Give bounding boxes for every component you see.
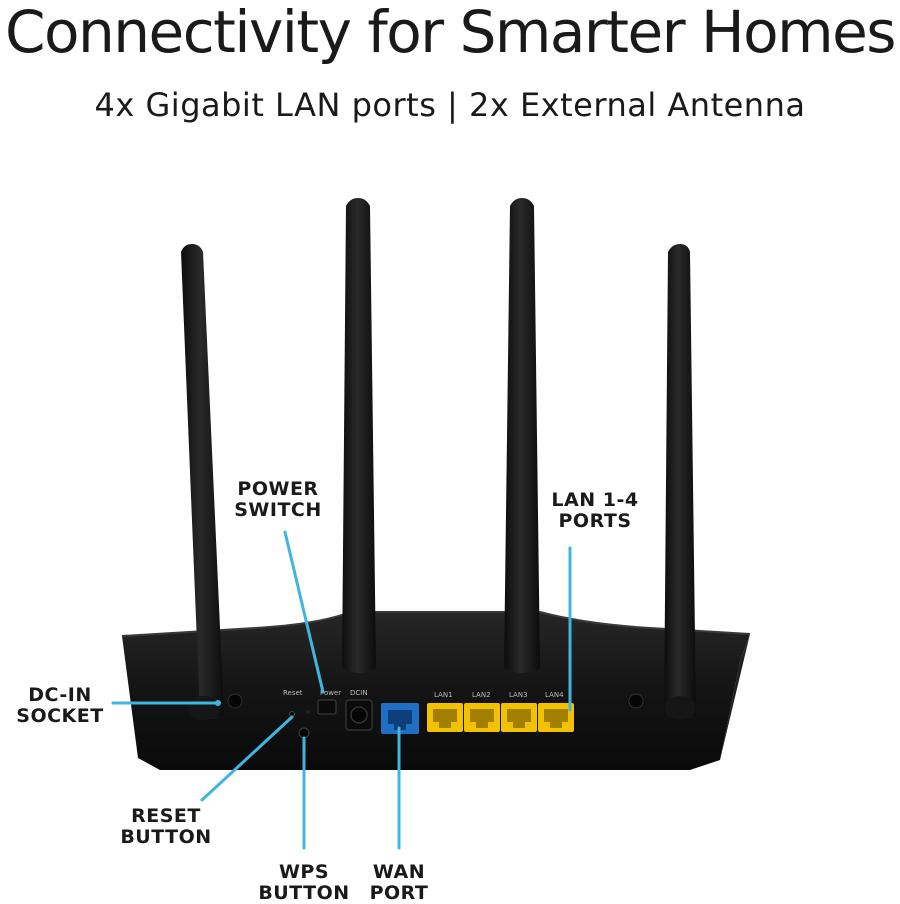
antenna-1: [181, 244, 224, 719]
leader-reset: [200, 715, 294, 802]
callout-wan: WAN PORT: [369, 861, 429, 904]
dc-in-socket-hole: [350, 706, 368, 724]
label-lan1: LAN1: [434, 691, 453, 699]
label-reset: Reset: [283, 689, 303, 697]
callout-reset: RESET BUTTON: [120, 805, 212, 848]
callout-wps: WPS BUTTON: [258, 861, 350, 904]
antenna-4-base: [664, 696, 696, 720]
antenna-1-base: [188, 696, 220, 720]
page-subtitle: 4x Gigabit LAN ports | 2x External Anten…: [94, 86, 806, 124]
router-side-right: [720, 634, 750, 760]
leader-power-switch: [283, 530, 325, 694]
screw-hole-left: [227, 693, 243, 709]
callout-dc-in: DC-IN SOCKET: [16, 684, 104, 727]
power-switch: [317, 699, 337, 715]
label-lan3: LAN3: [509, 691, 528, 699]
lan-ports: [427, 703, 574, 732]
port-panel: Reset Power DCIN LAN1 LAN2 LAN3 LAN4: [283, 689, 574, 739]
screw-hole-right: [628, 693, 644, 709]
antenna-3: [504, 198, 540, 673]
label-lan2: LAN2: [472, 691, 491, 699]
antenna-2: [342, 198, 376, 673]
label-lan4: LAN4: [545, 691, 564, 699]
router-top-edge: [121, 611, 751, 637]
callout-lan-ports: LAN 1-4 PORTS: [551, 489, 639, 532]
indicator-dot: [306, 710, 310, 714]
label-power: Power: [320, 689, 341, 697]
leader-lines: [111, 530, 572, 850]
page-title: Connectivity for Smarter Homes: [5, 0, 896, 66]
label-dcin: DCIN: [350, 689, 368, 697]
callout-power-switch: POWER SWITCH: [234, 478, 322, 521]
antenna-4: [664, 244, 696, 719]
